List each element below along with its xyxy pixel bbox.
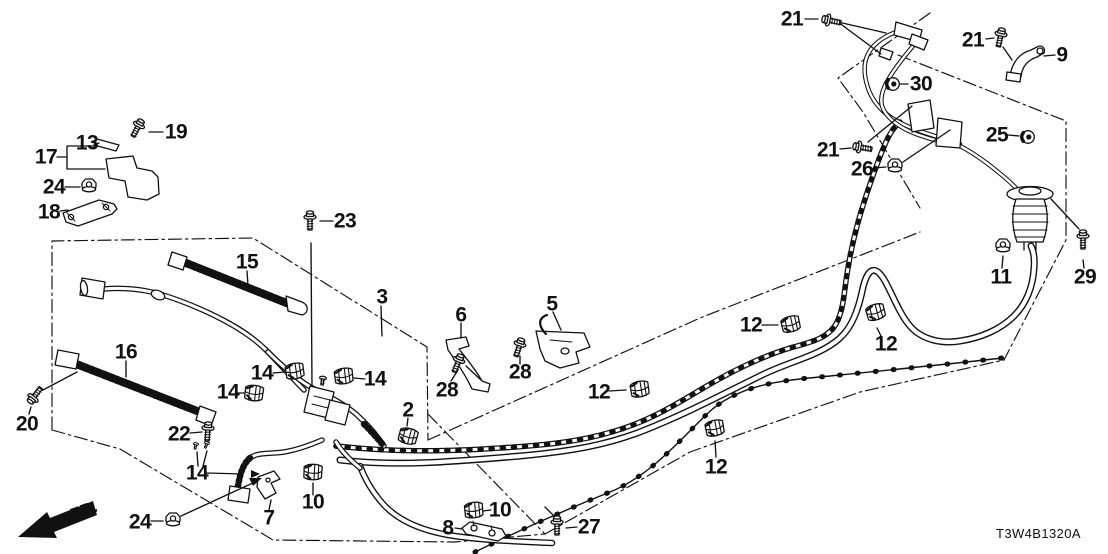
part-callout-8: 8 [442, 516, 454, 540]
clamp-icon [396, 425, 420, 447]
stay-18 [62, 199, 118, 227]
fuel-feed-line [333, 119, 903, 454]
clamp-icon [703, 417, 727, 439]
part-callout-18: 18 [37, 200, 61, 224]
nut-icon [81, 178, 97, 193]
fuel-vent-tube [472, 355, 1005, 554]
clamp-icon [302, 463, 324, 482]
clamp-icon [779, 313, 803, 335]
part-callout-14: 14 [185, 461, 209, 485]
part-callout-17: 17 [34, 145, 58, 169]
clamp-icon [463, 500, 485, 520]
diagram-code: T3W4B1320A [996, 526, 1081, 541]
part-callout-5: 5 [546, 292, 558, 316]
fuel-filler-pipe [336, 242, 1038, 467]
part-callout-12: 12 [704, 455, 728, 479]
part-callout-25: 25 [985, 123, 1009, 147]
bolt-icon [200, 420, 216, 443]
part-callout-2: 2 [402, 398, 414, 422]
part-callout-6: 6 [455, 303, 467, 327]
nut-icon [995, 238, 1011, 253]
bolt-icon [126, 116, 148, 140]
part-callout-24: 24 [42, 175, 66, 199]
fuel-pipe-15 [79, 251, 308, 393]
fuel-pipe-16 [54, 349, 217, 427]
part-callout-14: 14 [250, 361, 274, 385]
nut-icon [887, 158, 903, 173]
bracket-7 [256, 470, 281, 500]
part-callout-14: 14 [363, 367, 387, 391]
part-callout-28: 28 [435, 378, 459, 402]
part-callout-29: 29 [1073, 265, 1097, 289]
part-callout-24: 24 [128, 510, 152, 534]
part-callout-12: 12 [587, 380, 611, 404]
bolt-icon [303, 210, 317, 231]
vent-tube-assembly [862, 21, 1019, 191]
part-callout-27: 27 [577, 515, 601, 539]
part-callout-22: 22 [167, 422, 191, 446]
part-callout-19: 19 [164, 120, 188, 144]
leader-lines [28, 18, 1085, 530]
bolt-icon [1076, 229, 1090, 250]
bolt-icon [509, 335, 529, 359]
part-callout-21: 21 [816, 138, 840, 162]
bracket-5 [535, 313, 591, 369]
part-callout-13: 13 [75, 131, 99, 155]
part-callout-15: 15 [235, 250, 259, 274]
part-callout-7: 7 [263, 506, 275, 530]
part-callout-26: 26 [850, 157, 874, 181]
fr-direction-arrow [18, 501, 97, 538]
lower-fuel-pipe [356, 462, 556, 547]
part-callout-12: 12 [874, 332, 898, 356]
bolt-icon [820, 12, 843, 30]
part-callout-30: 30 [909, 72, 933, 96]
stay-13 [93, 138, 120, 152]
part-callout-21: 21 [780, 7, 804, 31]
clamp-icon [283, 360, 307, 382]
clip-pin-icon [202, 440, 211, 450]
part-callout-16: 16 [114, 340, 138, 364]
part-callout-28: 28 [508, 360, 532, 384]
part-callout-23: 23 [333, 209, 357, 233]
grommet-icon [1020, 128, 1037, 146]
grommet-icon [885, 75, 901, 93]
part-callout-10: 10 [301, 490, 325, 514]
clamp-icon [332, 366, 355, 387]
part-callout-9: 9 [1056, 43, 1068, 67]
filler-neck-bellows [1006, 185, 1054, 251]
bolt-icon [991, 26, 1009, 49]
nut-icon [165, 512, 181, 527]
part-callout-11: 11 [990, 265, 1012, 289]
bolt-icon [851, 139, 874, 156]
part-callout-10: 10 [488, 498, 512, 522]
clamp-icon [243, 383, 265, 403]
bracket-17 [105, 155, 160, 201]
part-callout-20: 20 [15, 412, 39, 436]
part-callout-21: 21 [961, 28, 985, 52]
bracket-8 [461, 520, 507, 542]
bracket-9 [1005, 45, 1046, 83]
bolt-icon [23, 383, 47, 408]
part-callout-12: 12 [739, 313, 763, 337]
clamp-icon [863, 301, 888, 324]
part-callout-3: 3 [376, 285, 388, 309]
clamp-icon [628, 378, 652, 400]
part-callout-14: 14 [216, 380, 240, 404]
clip-pin-icon [191, 441, 200, 451]
